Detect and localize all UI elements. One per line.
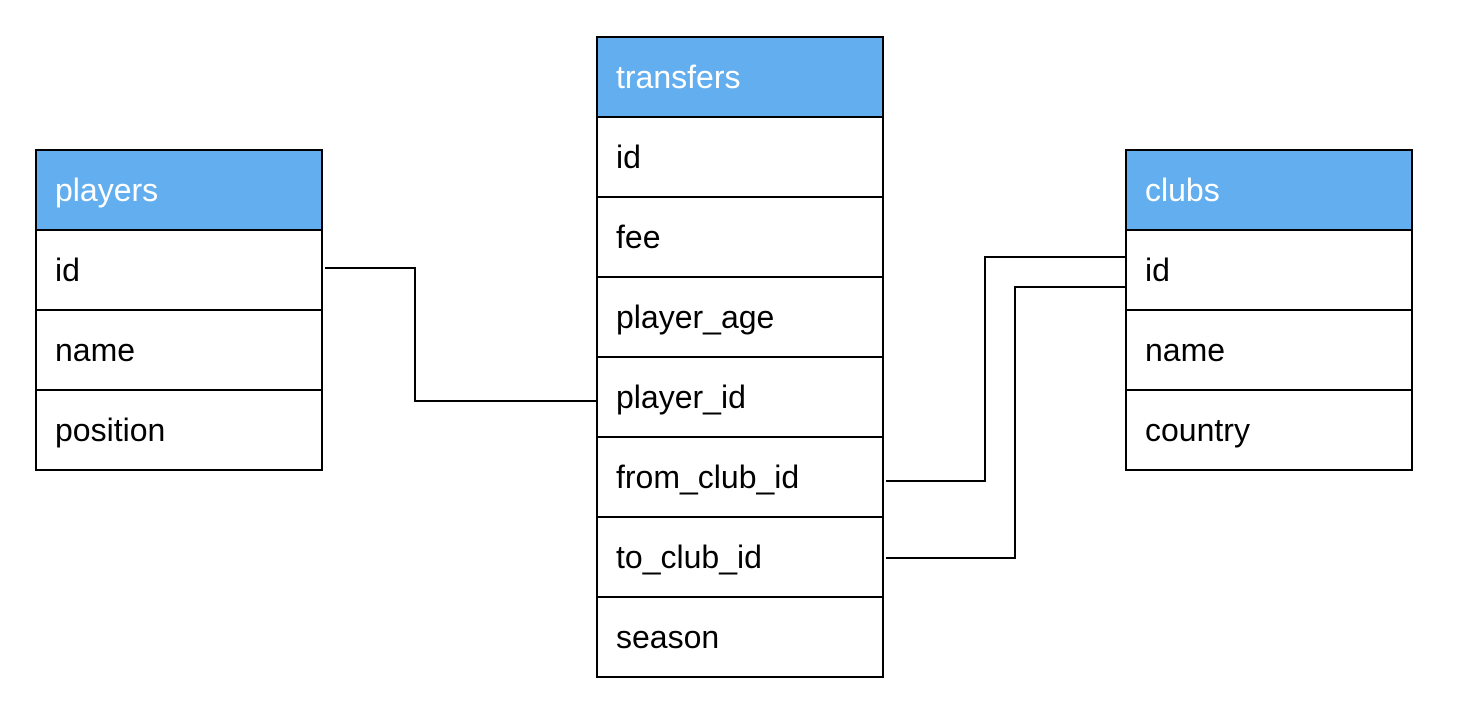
clubs-field-country: country	[1127, 391, 1411, 469]
connector-players-id-to-transfers-player-id	[325, 267, 597, 402]
transfers-field-fee: fee	[598, 198, 882, 278]
transfers-table: transfers id fee player_age player_id fr…	[596, 36, 884, 678]
connector-transfers-from-club-id-to-clubs-id	[886, 256, 1126, 482]
transfers-field-id: id	[598, 118, 882, 198]
connector-transfers-to-club-id-to-clubs-id	[886, 286, 1126, 559]
players-field-name: name	[37, 311, 321, 391]
players-field-id: id	[37, 231, 321, 311]
clubs-table-title: clubs	[1127, 151, 1411, 231]
transfers-field-to-club-id: to_club_id	[598, 518, 882, 598]
clubs-field-name: name	[1127, 311, 1411, 391]
clubs-field-id: id	[1127, 231, 1411, 311]
transfers-field-season: season	[598, 598, 882, 676]
transfers-field-player-id: player_id	[598, 358, 882, 438]
players-table: players id name position	[35, 149, 323, 471]
transfers-field-player-age: player_age	[598, 278, 882, 358]
clubs-table: clubs id name country	[1125, 149, 1413, 471]
players-field-position: position	[37, 391, 321, 469]
players-table-title: players	[37, 151, 321, 231]
transfers-table-title: transfers	[598, 38, 882, 118]
transfers-field-from-club-id: from_club_id	[598, 438, 882, 518]
